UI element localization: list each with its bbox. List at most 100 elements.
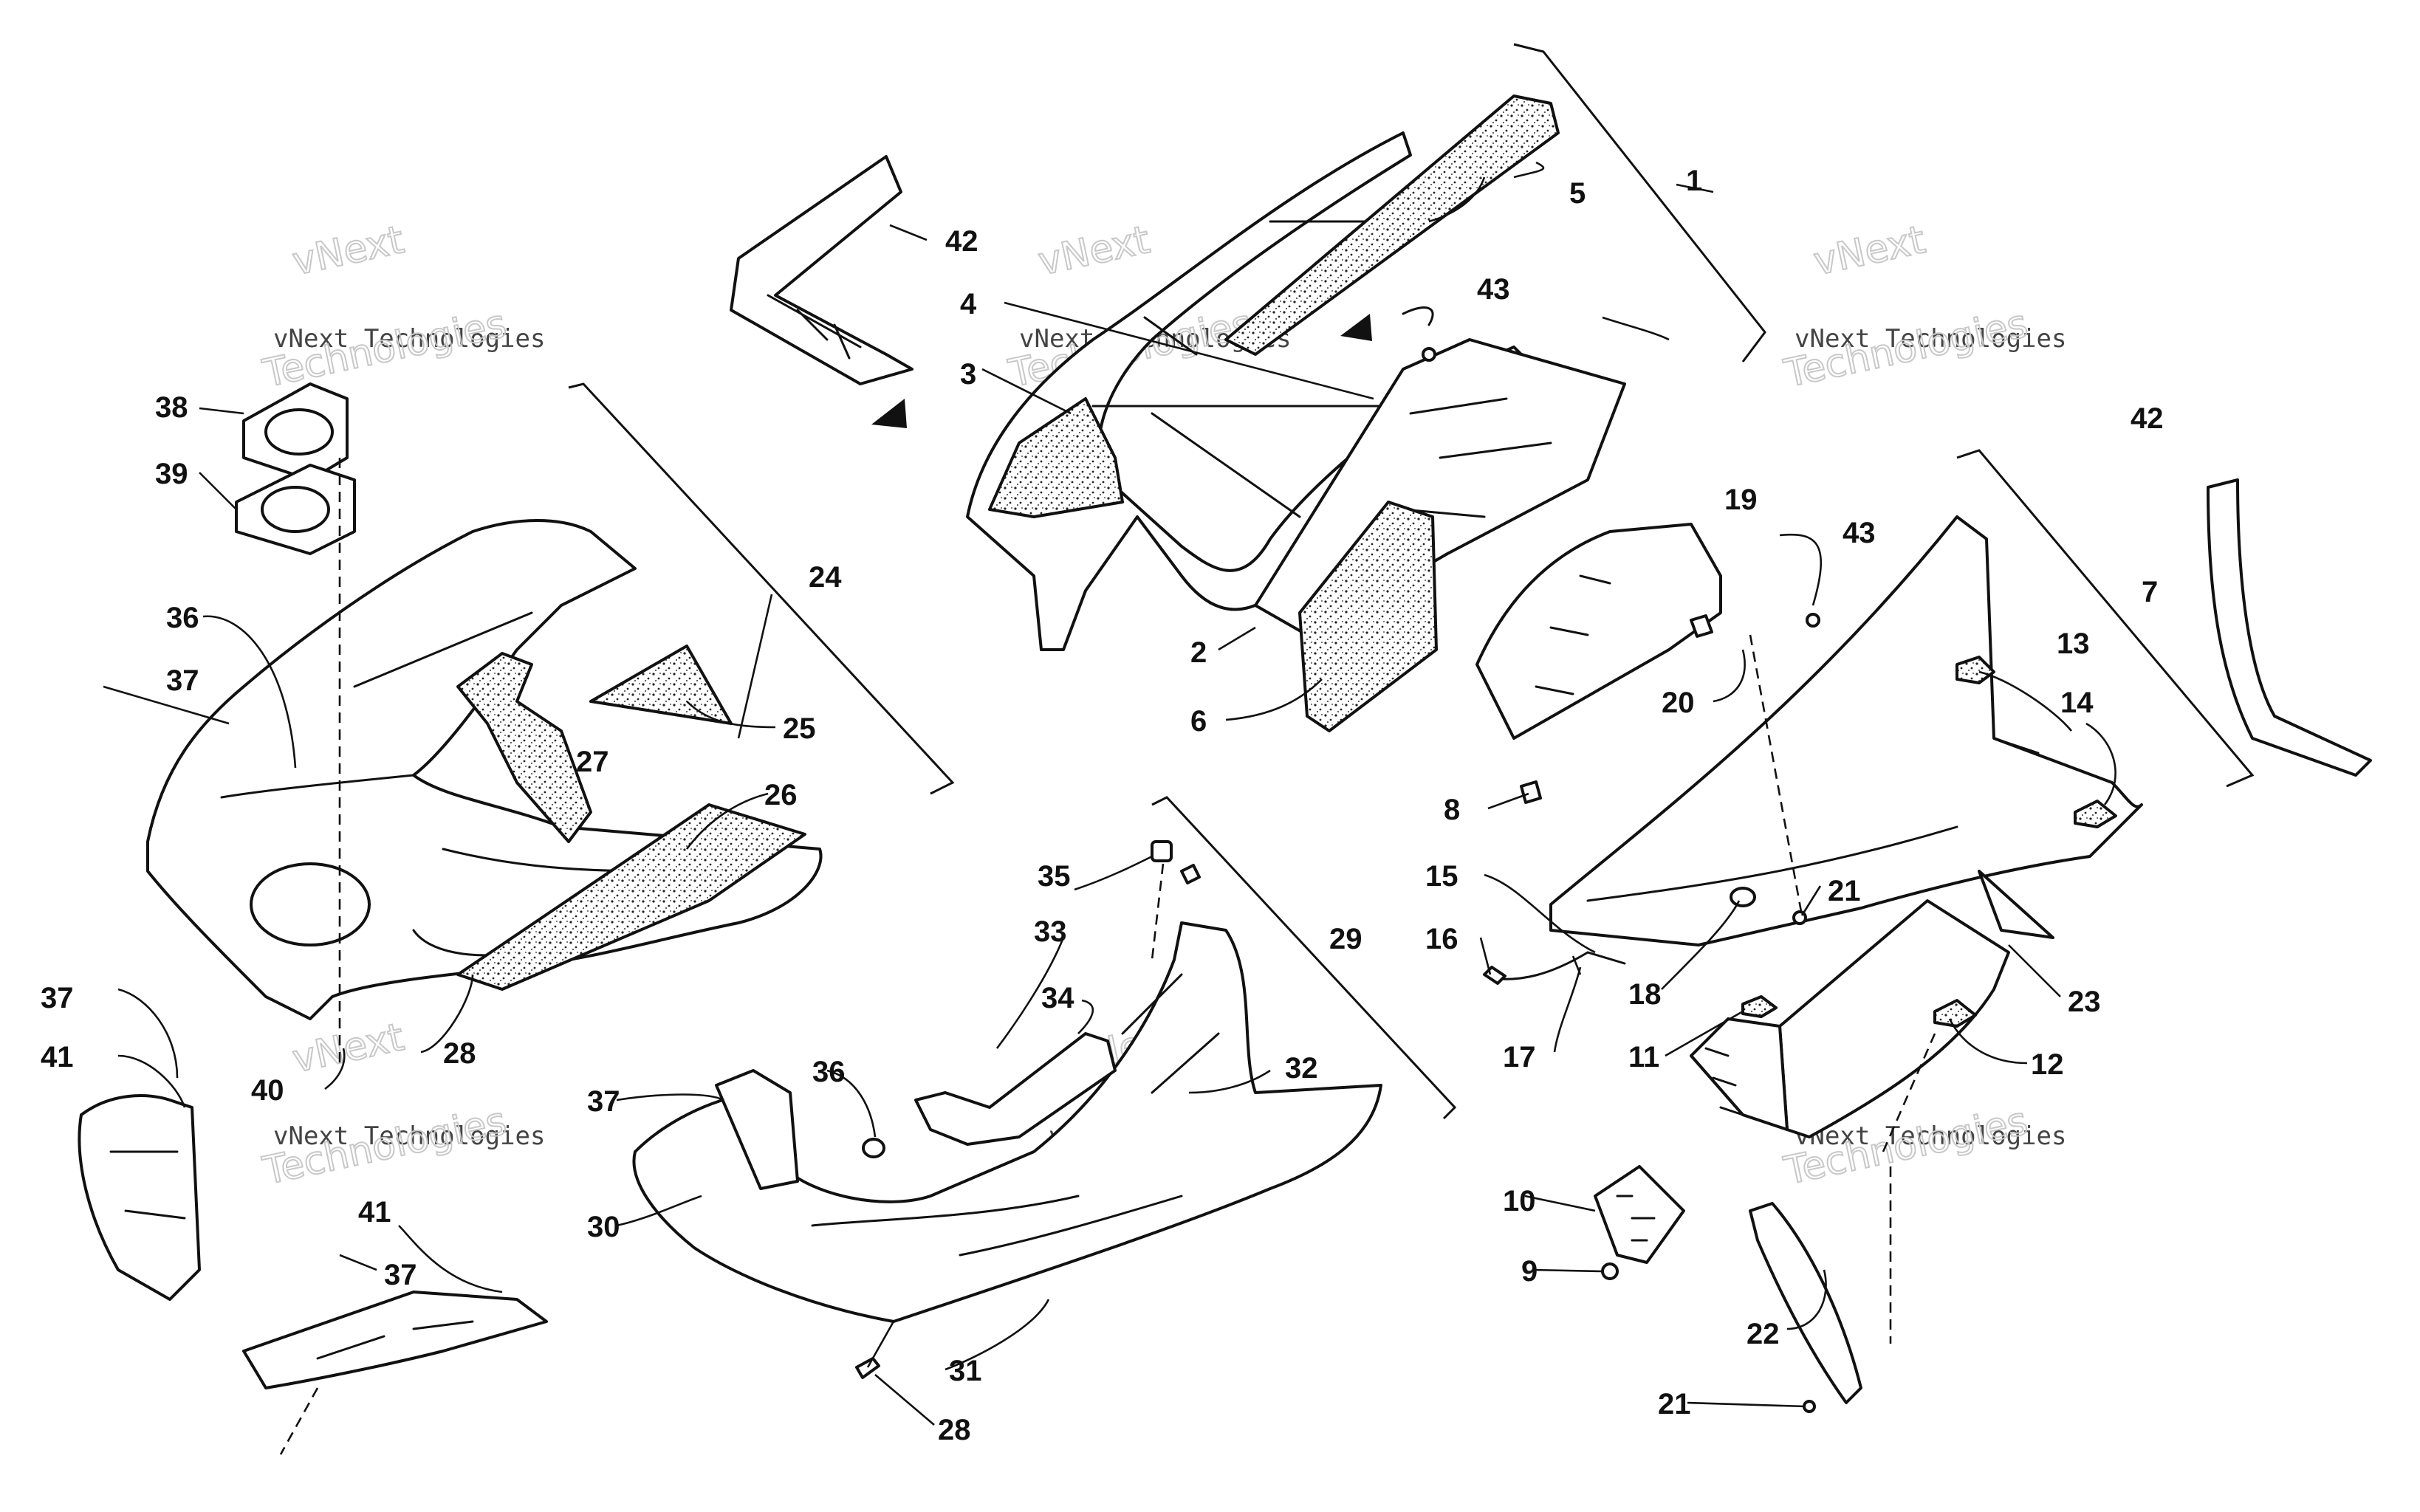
callout-9: 9: [1521, 1255, 1538, 1288]
callout-3: 3: [960, 358, 976, 391]
lower-panel-22: [1749, 1202, 1862, 1404]
callout-18: 18: [1628, 978, 1662, 1011]
ring-18: [1730, 887, 1756, 907]
callout-17: 17: [1503, 1041, 1536, 1073]
assembly-guide: [1151, 863, 1165, 961]
callout-32: 32: [1285, 1052, 1318, 1085]
callout-28b: 28: [938, 1414, 971, 1446]
belly-pan-assembly: [632, 840, 1382, 1379]
foam-pad-12b: [1933, 999, 1977, 1028]
callout-8: 8: [1444, 794, 1460, 826]
fastener-35: [1180, 864, 1201, 884]
gasket-38-hole: [264, 408, 334, 456]
callout-43a: 43: [1477, 273, 1510, 306]
callout-37a: 37: [166, 664, 199, 697]
watermark-line: vNext Technologies: [1795, 324, 2066, 354]
vent-box-12: [1778, 899, 2010, 1138]
callout-42a: 42: [945, 225, 978, 258]
bracket-29: [1151, 796, 1457, 1120]
callout-26: 26: [764, 779, 798, 811]
callout-31: 31: [949, 1355, 982, 1387]
callout-37b: 37: [41, 982, 74, 1014]
watermark-line: vNext Technologies: [1795, 1121, 2066, 1151]
watermark-word: Technologies: [1780, 302, 2032, 396]
side-panel-41-upper: [78, 1094, 201, 1301]
foam-pad-14: [2074, 800, 2117, 828]
callout-11: 11: [1628, 1041, 1659, 1073]
callout-2: 2: [1190, 636, 1207, 669]
callout-43b: 43: [1843, 517, 1876, 549]
bracket-1: [1513, 43, 1766, 362]
callout-24: 24: [809, 561, 842, 594]
watermark-line: vNext Technologies: [273, 1121, 545, 1151]
side-panel-assembly: [1422, 347, 2372, 1413]
callout-10: 10: [1503, 1185, 1536, 1217]
console-vent-opening: [250, 862, 371, 946]
arrow-marker: [871, 399, 907, 428]
arrow-marker: [1340, 314, 1372, 341]
assembly-brackets: [568, 43, 2255, 1120]
callout-labels: 1 2 3 4 5 6 7 8 9 10 11 12 13 14 15 16 1…: [41, 165, 2164, 1446]
bracket-23: [1978, 870, 2054, 939]
console-foam-26: [456, 803, 806, 991]
screw-9: [1601, 1262, 1619, 1280]
callout-4: 4: [960, 288, 977, 320]
watermark-line: vNext Technologies: [273, 324, 545, 354]
callout-41a: 41: [41, 1041, 74, 1073]
console-assembly: [146, 382, 823, 1063]
callout-37d: 37: [587, 1085, 620, 1118]
callout-27: 27: [576, 746, 609, 778]
watermark-word: Technologies: [259, 302, 510, 396]
callout-36a: 36: [812, 1056, 846, 1088]
connector-35: [1151, 840, 1173, 862]
vent-grill-11: [1690, 1017, 1789, 1131]
side-panel-main: [1549, 515, 2143, 946]
side-panels-41: [78, 1094, 548, 1455]
callout-22: 22: [1747, 1318, 1780, 1350]
console-foam-25: [589, 645, 733, 725]
console-foam-27: [456, 652, 592, 843]
watermark-brand: vNext: [1810, 218, 1929, 284]
console-body: [146, 519, 823, 1020]
leader-lines: [103, 161, 2116, 1426]
callout-19: 19: [1724, 484, 1758, 516]
callout-5: 5: [1569, 177, 1586, 210]
callout-35: 35: [1038, 860, 1071, 893]
callout-12: 12: [2031, 1048, 2064, 1081]
callout-6: 6: [1190, 705, 1207, 738]
callout-40: 40: [251, 1074, 284, 1107]
screw-21: [1803, 1400, 1816, 1413]
callout-25: 25: [783, 712, 816, 745]
callout-13: 13: [2057, 628, 2090, 660]
callout-41b: 41: [358, 1196, 391, 1228]
callout-1: 1: [1686, 165, 1702, 197]
belly-trim-34: [914, 1032, 1117, 1146]
hood-assembly: [730, 94, 1626, 732]
callout-28a: 28: [443, 1037, 476, 1070]
callout-15: 15: [1425, 860, 1458, 893]
foam-pad-13: [1955, 656, 1995, 684]
clip-20: [1690, 614, 1713, 638]
callout-16: 16: [1425, 923, 1458, 955]
push-pin-28: [855, 1357, 880, 1379]
callout-14: 14: [2060, 687, 2094, 719]
hood-foam-3: [988, 397, 1124, 518]
screw-43: [1422, 347, 1436, 362]
reflector-plate-10: [1594, 1165, 1685, 1264]
callout-20: 20: [1662, 687, 1695, 719]
callout-34: 34: [1041, 982, 1074, 1014]
hood-foam-strip: [1224, 94, 1560, 356]
belly-pan: [632, 921, 1382, 1323]
watermark-brand: vNext: [289, 1015, 408, 1082]
watermark-brand: vNext: [289, 218, 408, 284]
windshield-trim-right: [2207, 478, 2372, 777]
callout-30: 30: [587, 1211, 620, 1243]
bracket-7: [1956, 449, 2255, 788]
watermark-brand: vNext: [1035, 218, 1154, 284]
callout-23: 23: [2068, 986, 2101, 1018]
callout-39: 39: [155, 458, 188, 490]
gasket-39-hole: [261, 486, 330, 533]
screw-43: [1806, 613, 1820, 628]
side-panel-41-lower: [242, 1291, 548, 1389]
